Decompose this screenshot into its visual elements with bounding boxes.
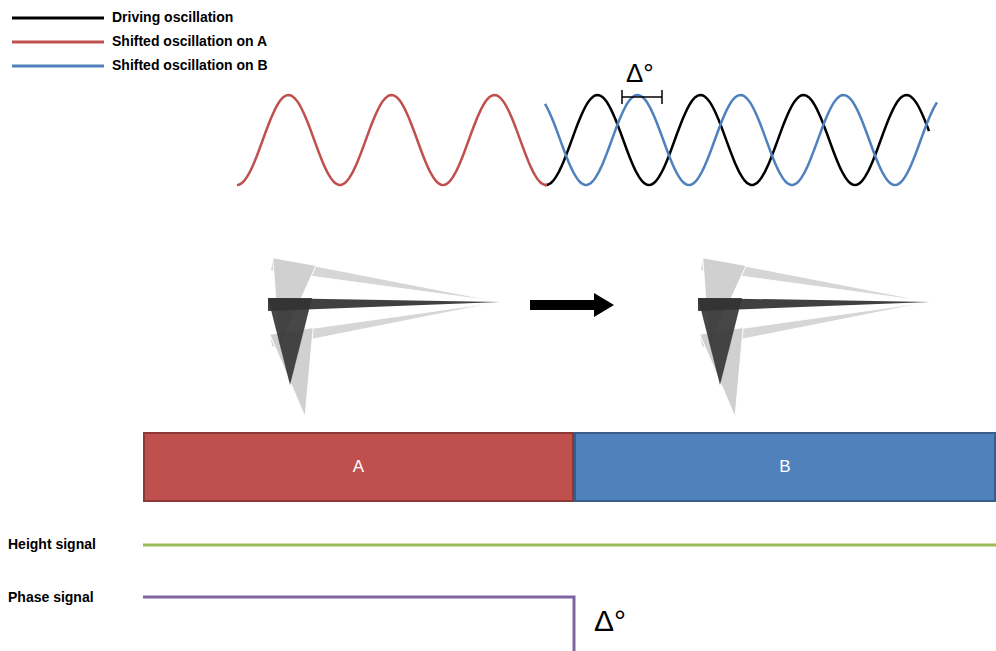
delta-marker (621, 90, 623, 104)
legend-sample (12, 17, 104, 20)
delta-marker (622, 96, 662, 98)
cantilever (258, 258, 513, 420)
material-region: A (143, 432, 574, 502)
wave (237, 95, 547, 185)
delta-label: Δ° (594, 604, 626, 638)
height-signal-line (143, 544, 996, 547)
legend-sample (12, 65, 104, 68)
cantilever (688, 258, 943, 420)
delta-label: Δ° (626, 58, 654, 89)
legend-text: Shifted oscillation on B (112, 57, 268, 73)
oscillation-waves (237, 95, 937, 185)
region-label: A (353, 457, 364, 477)
delta-marker (661, 90, 663, 104)
signal-name: Height signal (8, 536, 96, 552)
legend-text: Driving oscillation (112, 9, 233, 25)
legend-text: Shifted oscillation on A (112, 33, 267, 49)
wave (545, 95, 937, 185)
phase-signal-line (143, 597, 574, 651)
region-label: B (779, 457, 790, 477)
legend-sample (12, 41, 104, 44)
scan-arrow (594, 293, 614, 317)
wave (545, 95, 929, 185)
signal-name: Phase signal (8, 589, 94, 605)
material-region: B (574, 432, 996, 502)
scan-arrow (530, 300, 596, 310)
